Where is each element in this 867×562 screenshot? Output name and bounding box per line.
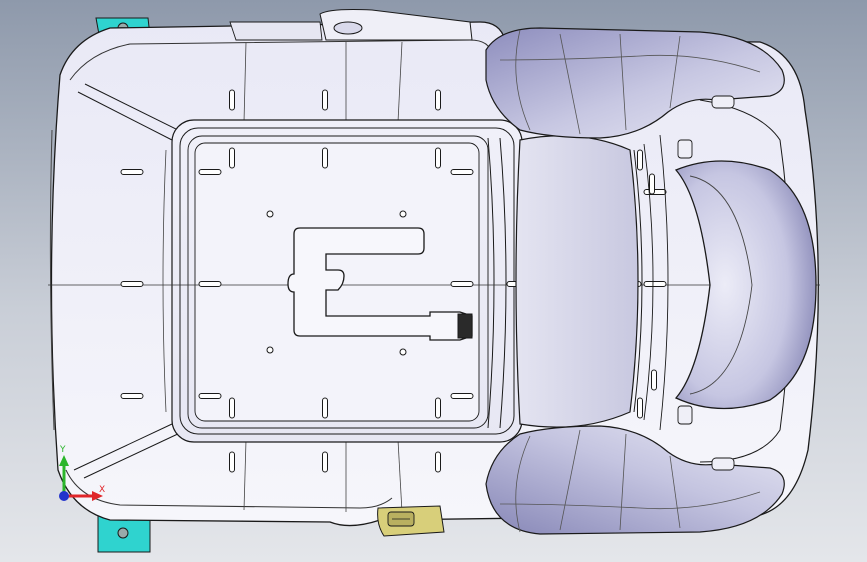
triad-x-label: X [99,485,105,495]
headrest[interactable] [674,160,817,410]
slot [120,281,144,287]
slot [450,281,474,287]
slot [450,393,474,399]
slot [229,147,235,169]
slot [435,397,441,419]
slot [198,169,222,175]
slot [120,393,144,399]
slot [229,397,235,419]
triad-z-axis [59,491,69,501]
slot [651,369,657,391]
mounting-bracket-bottom[interactable] [97,511,151,553]
slot [229,451,235,473]
triad-y-label: Y [59,445,66,455]
slot [637,149,643,171]
slot [322,451,328,473]
slot [649,173,655,195]
top-latch-pocket[interactable] [229,9,473,41]
slot [450,169,474,175]
slot [198,393,222,399]
slot [322,397,328,419]
slot [229,89,235,111]
slot [435,89,441,111]
side-bolster-lower[interactable] [485,425,785,535]
side-bolster-upper[interactable] [485,27,785,139]
center-cutout[interactable] [287,227,473,341]
coordinate-triad: Y X [59,445,105,501]
slot [198,281,222,287]
slot [435,451,441,473]
seat-back-panel[interactable] [515,135,639,428]
slot [322,147,328,169]
connector-plug [457,313,473,339]
slot [435,147,441,169]
wing-clips [677,95,735,471]
seat-belt-buckle[interactable] [377,505,445,537]
slot [637,397,643,419]
slot [120,169,144,175]
slot [322,89,328,111]
slot [643,281,667,287]
